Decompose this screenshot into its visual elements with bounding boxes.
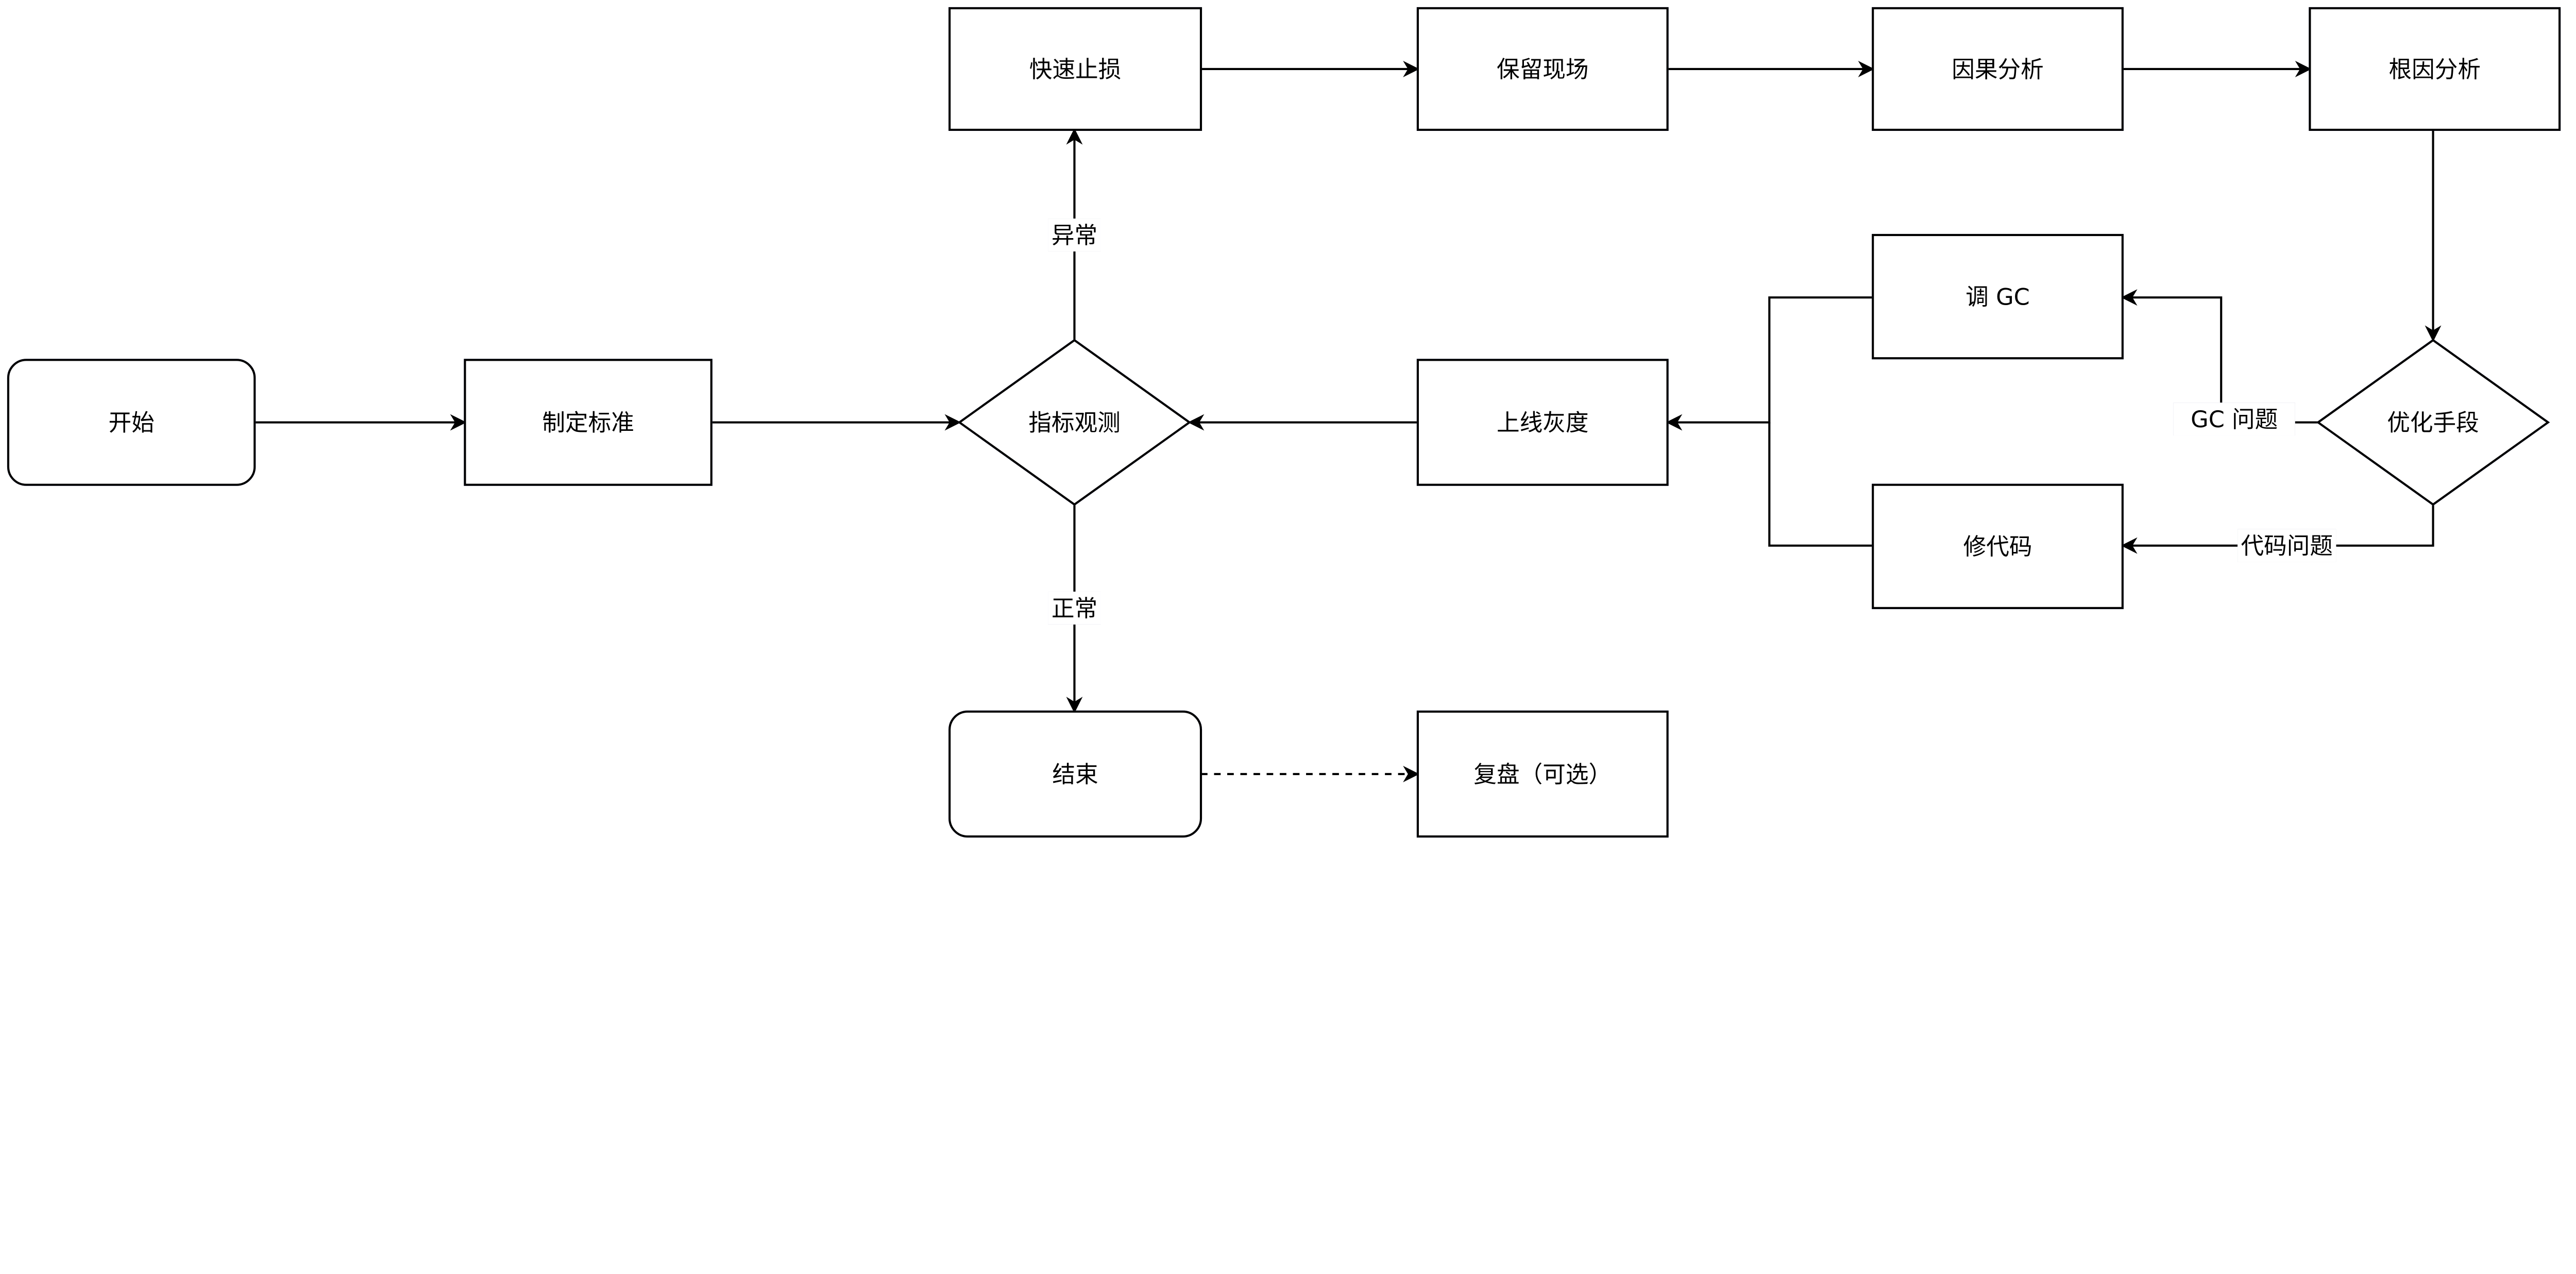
process-shape [464,359,713,486]
edge-label-optimize-to-fixcode: 代码问题 [2241,533,2333,560]
node-label: 快速止损 [1029,56,1122,83]
edge-fixcode-to-rollout [1768,422,1873,547]
node-tunegc: 调 GC [1872,233,2124,360]
process-shape [1872,483,2124,609]
edge-optimize-to-fixcode [2121,504,2434,554]
node-label: 指标观测 [1028,409,1121,436]
node-preserve: 保留现场 [1416,7,1669,131]
node-label: 保留现场 [1497,56,1589,83]
node-label: 根因分析 [2388,56,2481,83]
node-standard: 制定标准 [464,359,713,486]
edge-label-bg [2173,403,2295,436]
terminal-shape [7,359,256,486]
node-label: 优化手段 [2387,409,2479,436]
node-label: 复盘（可选） [1473,761,1612,788]
process-shape [1416,359,1669,486]
decision-shape [957,339,1192,506]
node-label: 上线灰度 [1497,409,1589,436]
edge-label-observe-to-stoploss: 异常 [1052,222,1097,249]
edge-label-observe-to-end: 正常 [1052,595,1097,622]
terminal-shape [948,710,1202,838]
process-shape [1416,7,1669,131]
node-observe: 指标观测 [957,339,1192,506]
node-label: 因果分析 [1952,56,2044,83]
node-review: 复盘（可选） [1416,710,1669,838]
node-rollout: 上线灰度 [1416,359,1669,486]
node-label: 结束 [1052,761,1098,788]
process-shape [2309,7,2561,131]
node-causal: 因果分析 [1872,7,2124,131]
node-end: 结束 [948,710,1202,838]
node-start: 开始 [7,359,256,486]
process-shape [1416,710,1669,838]
process-shape [1872,7,2124,131]
node-label: 调 GC [1965,284,2030,311]
process-shape [1872,233,2124,360]
edge-label-bg [1048,219,1101,252]
edge-tunegc-to-rollout [1666,296,1873,431]
process-shape [948,7,1202,131]
edge-label-optimize-to-tunegc: GC 问题 [2191,406,2278,433]
node-rootcause: 根因分析 [2309,7,2561,131]
edge-label-bg [2238,529,2336,562]
node-label: 修代码 [1963,533,2032,560]
decision-shape [2316,339,2550,506]
node-label: 开始 [108,409,154,436]
node-stoploss: 快速止损 [948,7,1202,131]
node-label: 制定标准 [542,409,634,436]
edge-label-bg [1048,591,1101,625]
node-optimize: 优化手段 [2316,339,2550,506]
node-fixcode: 修代码 [1872,483,2124,609]
